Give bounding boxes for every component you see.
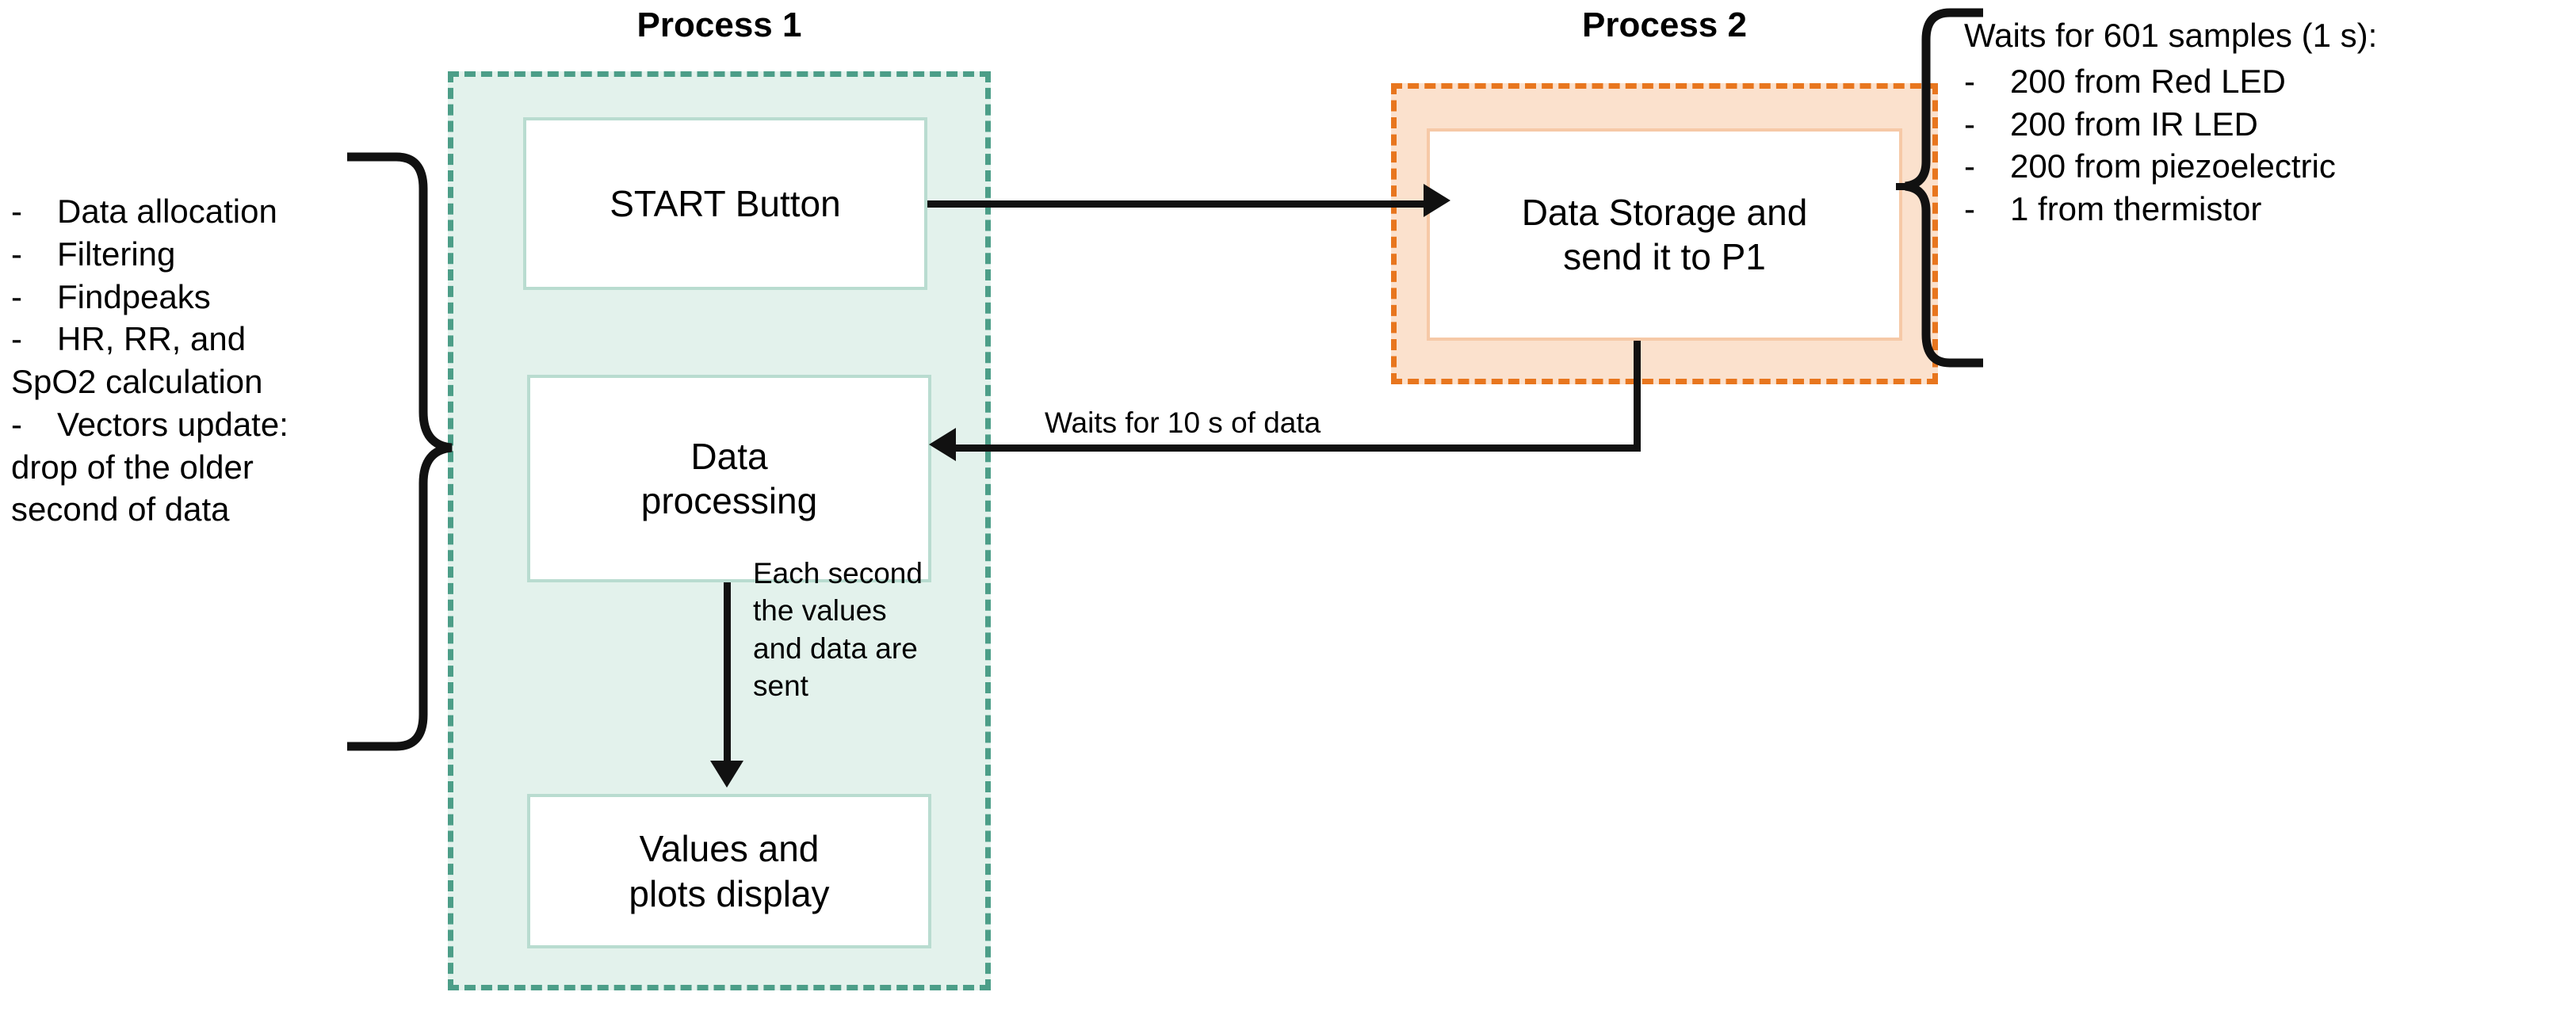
bullet-dash: -: [11, 277, 22, 315]
left-note-bullet: - Data allocation: [11, 190, 423, 233]
edge-proc-to-display-label: Each second the values and data are sent: [753, 557, 923, 703]
left-brace: [341, 151, 460, 753]
left-brace-icon: [347, 152, 453, 751]
left-note-continuation: second of data: [11, 490, 230, 528]
node-values-plots-display[interactable]: Values and plots display: [527, 794, 931, 948]
edge-storage-to-proc-segment-vertical: [1634, 341, 1641, 452]
right-note: Waits for 601 samples (1 s): - 200 from …: [1964, 14, 2566, 231]
bullet-text: Filtering: [57, 235, 176, 273]
right-note-bullet: - 200 from Red LED: [1964, 60, 2566, 103]
right-brace-connector: [1896, 183, 1912, 190]
right-note-bullet: - 200 from IR LED: [1964, 103, 2566, 146]
bullet-text: HR, RR, and: [57, 320, 247, 358]
left-note-bullet: - Vectors update:: [11, 403, 423, 446]
bullet-dash: -: [11, 320, 22, 358]
edge-storage-to-proc-arrowhead: [929, 428, 956, 461]
edge-start-to-storage-line: [927, 200, 1428, 208]
node-data-storage-label: Data Storage and send it to P1: [1521, 191, 1808, 277]
left-note-continuation: drop of the older: [11, 448, 254, 486]
process2-title: Process 2: [1582, 6, 1747, 44]
right-note-bullet: - 200 from piezoelectric: [1964, 145, 2566, 188]
node-start-button[interactable]: START Button: [523, 117, 927, 290]
bullet-dash: -: [11, 235, 22, 273]
bullet-text: 1 from thermistor: [2010, 190, 2262, 227]
bullet-dash: -: [1964, 190, 1975, 227]
node-data-processing-label: Data processing: [640, 435, 818, 521]
left-note-continuation: SpO2 calculation: [11, 363, 263, 400]
bullet-text: Findpeaks: [57, 277, 211, 315]
bullet-dash: -: [11, 193, 22, 230]
node-values-plots-display-label: Values and plots display: [629, 828, 830, 914]
edge-proc-to-display-arrowhead: [710, 761, 743, 788]
process1-title: Process 1: [636, 6, 802, 44]
node-data-storage[interactable]: Data Storage and send it to P1: [1427, 128, 1902, 341]
node-start-button-label: START Button: [610, 182, 841, 224]
edge-storage-to-proc-segment-horizontal: [954, 444, 1641, 452]
bullet-dash: -: [11, 405, 22, 443]
edge-storage-to-proc-label: Waits for 10 s of data: [1045, 406, 1321, 439]
left-note-bullet: - HR, RR, and: [11, 318, 423, 361]
bullet-text: 200 from piezoelectric: [2010, 147, 2336, 185]
bullet-text: 200 from IR LED: [2010, 105, 2258, 143]
edge-proc-to-display-line: [724, 582, 731, 773]
edge-start-to-storage-arrowhead: [1424, 184, 1450, 217]
bullet-dash: -: [1964, 147, 1975, 185]
left-note: - Data allocation - Filtering - Findpeak…: [11, 190, 423, 531]
left-note-bullet: - Findpeaks: [11, 276, 423, 319]
bullet-text: Data allocation: [57, 193, 277, 230]
bullet-dash: -: [1964, 62, 1975, 100]
node-data-processing[interactable]: Data processing: [527, 375, 931, 582]
bullet-text: Vectors update:: [57, 405, 289, 443]
left-note-bullet: - Filtering: [11, 233, 423, 276]
right-note-bullet: - 1 from thermistor: [1964, 188, 2566, 231]
right-note-heading: Waits for 601 samples (1 s):: [1964, 17, 2378, 54]
bullet-dash: -: [1964, 105, 1975, 143]
bullet-text: 200 from Red LED: [2010, 62, 2286, 100]
